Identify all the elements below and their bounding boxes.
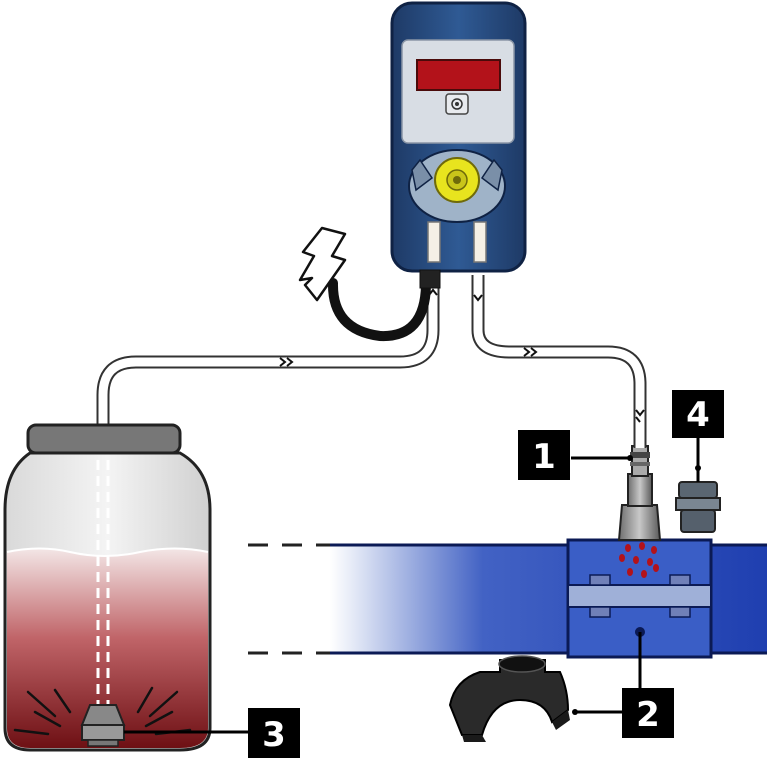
adapter-fitting xyxy=(675,481,721,533)
suction-hose xyxy=(96,275,440,720)
pipe-clamp-saddle xyxy=(448,655,570,742)
callout-4-label: 4 xyxy=(686,395,710,435)
foot-valve xyxy=(80,704,126,747)
injection-valve xyxy=(617,445,662,541)
pump-display xyxy=(416,59,501,91)
dosing-pump xyxy=(390,1,527,289)
callout-4: 4 xyxy=(672,390,724,482)
power-button-icon[interactable] xyxy=(445,93,469,115)
callout-1-label: 1 xyxy=(532,437,556,477)
chemical-tank xyxy=(3,423,212,752)
callout-2: 2 xyxy=(572,632,674,738)
callout-3: 3 xyxy=(124,708,300,758)
callout-3-label: 3 xyxy=(262,715,286,755)
power-cable xyxy=(327,278,431,342)
callout-2-label: 2 xyxy=(636,695,660,735)
suction-line-in-tank xyxy=(96,460,110,705)
dosing-drops xyxy=(619,542,659,578)
pipe-dashed-extension xyxy=(248,543,330,655)
callout-1: 1 xyxy=(518,430,633,480)
peristaltic-pump-head xyxy=(408,149,506,223)
discharge-hose xyxy=(471,275,647,448)
suction-lines-icon xyxy=(13,686,192,736)
lightning-bolt-icon xyxy=(298,226,347,302)
